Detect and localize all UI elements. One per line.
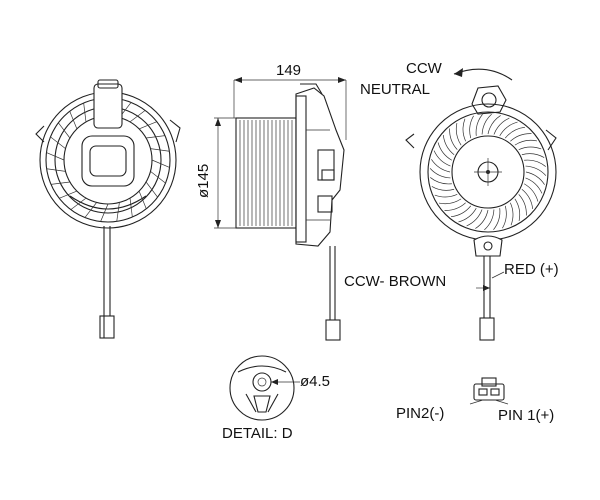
width-dimension-label: 149 [276,62,302,79]
detail-label: DETAIL: D [222,425,293,442]
pin2-label: PIN2(-) [396,405,445,422]
neutral-label: NEUTRAL [360,81,431,98]
detail-d [229,355,300,421]
diameter-dimension-label: ø145 [195,163,212,198]
rear-view [35,79,181,339]
red-plus-label: RED (+) [504,261,559,278]
connector-pin-view [469,377,509,405]
side-view [214,77,347,341]
front-view [405,68,557,341]
ccw-brown-label: CCW- BROWN [344,273,447,290]
ccw-label: CCW [406,60,442,77]
pin1-label: PIN 1(+) [498,407,555,424]
hole-diameter-label: ø4.5 [300,373,331,390]
